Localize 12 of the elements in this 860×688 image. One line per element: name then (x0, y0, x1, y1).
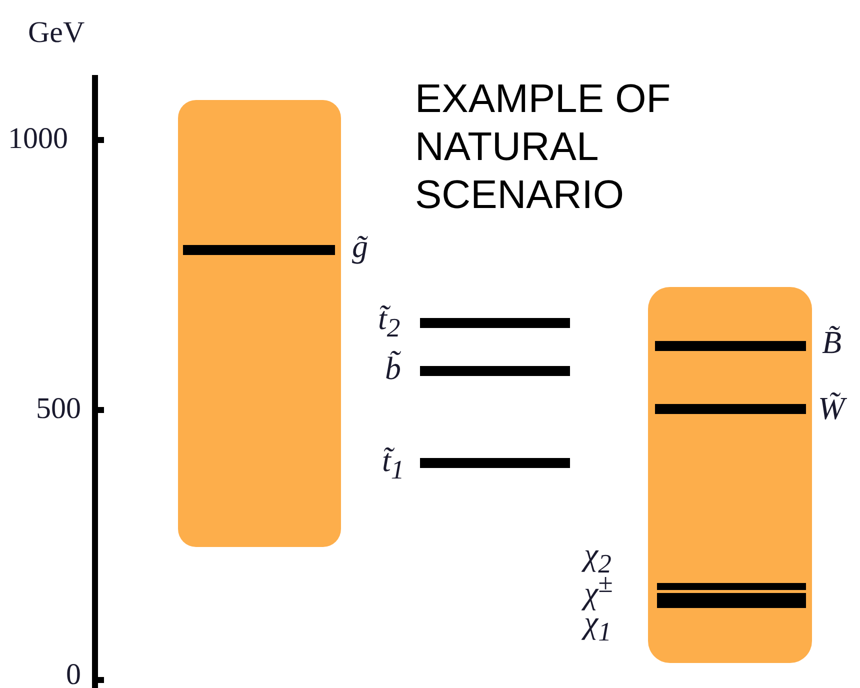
particle-label: B̃ (822, 326, 842, 358)
tick-label: 0 (66, 660, 81, 688)
particle-label: χ$_{2}$ (584, 538, 612, 578)
particle-label: b̃ (385, 352, 401, 384)
title-text: EXAMPLE OF NATURAL SCENARIO (415, 76, 672, 219)
tick-label: 1000 (8, 124, 68, 154)
particle-label: t̃$_{2}$ (378, 302, 400, 342)
particle-label: g̃ (352, 230, 368, 262)
unit-label: GeV (28, 18, 85, 48)
particle-label: t̃$_{1}$ (382, 444, 404, 484)
particle-label: W̃ (818, 392, 845, 424)
tick-label: 500 (36, 394, 81, 424)
